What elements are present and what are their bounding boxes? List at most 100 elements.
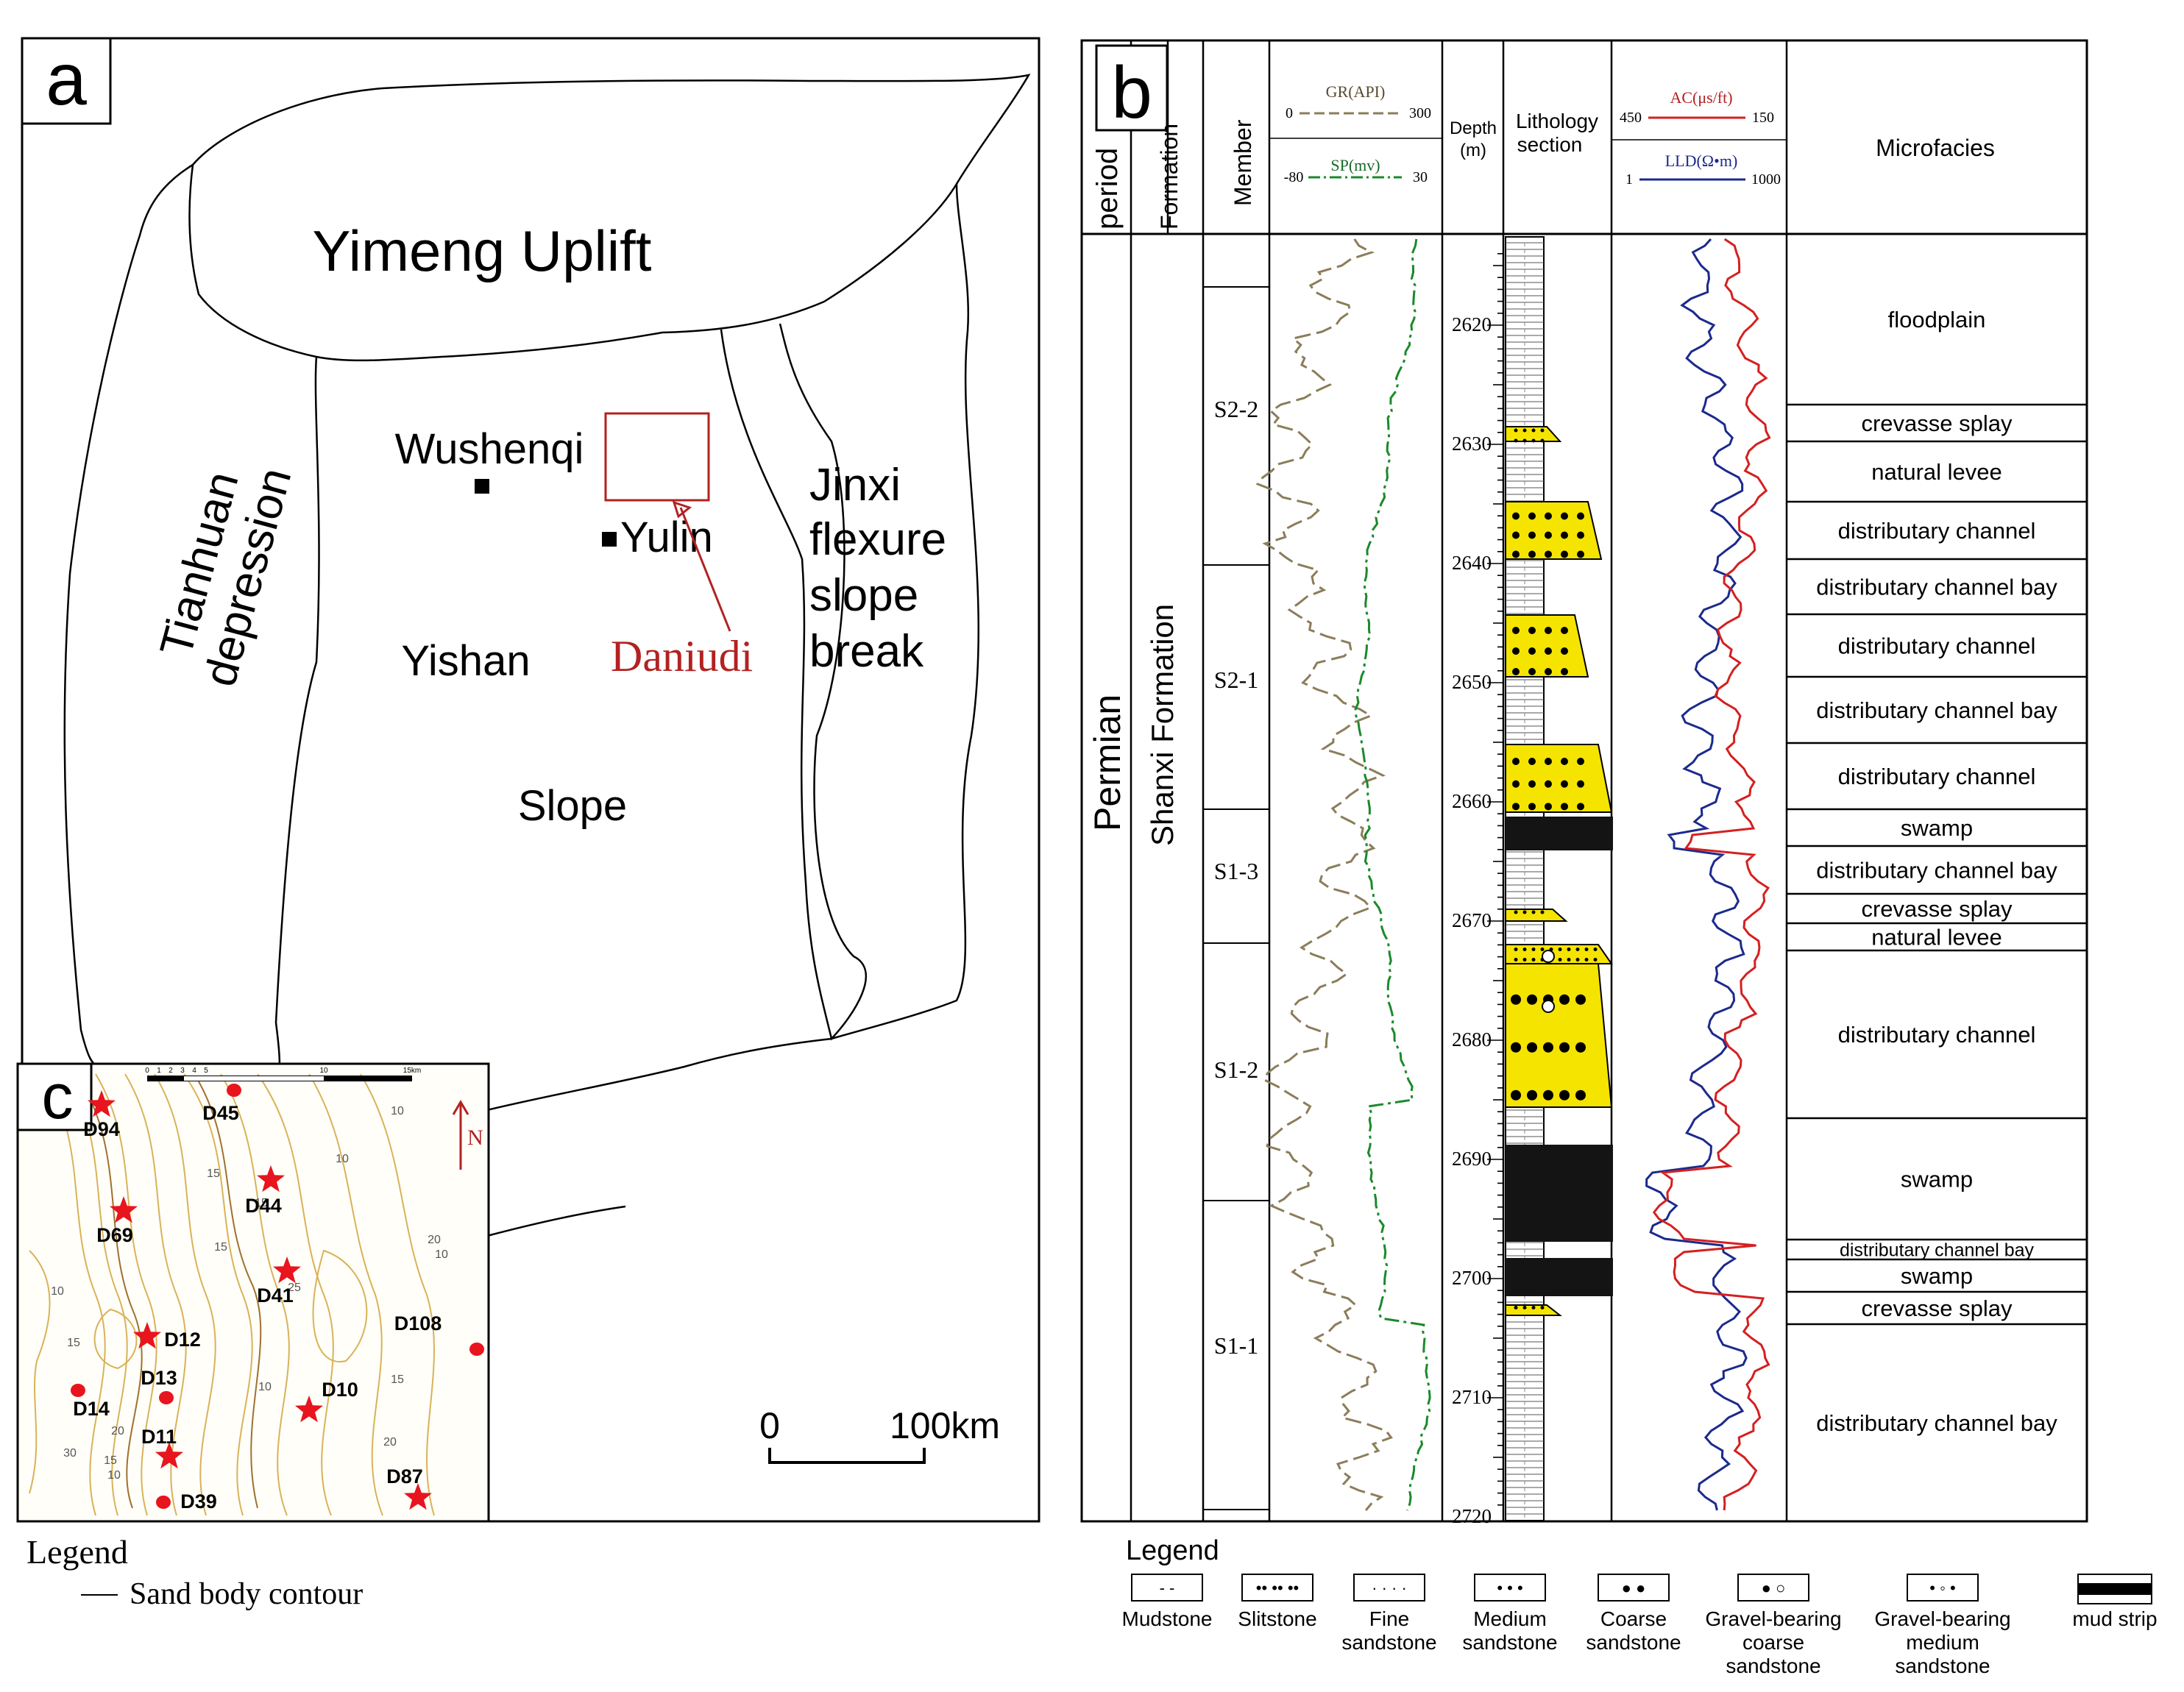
contour — [220, 1073, 290, 1516]
legend-b-title: Legend — [1126, 1535, 1219, 1566]
grain-dot — [1527, 1042, 1537, 1053]
panel-b-frame — [1080, 39, 2088, 1523]
grain-dot — [1512, 758, 1520, 765]
grain-dot — [1559, 994, 1570, 1005]
grain-dot — [1545, 512, 1552, 520]
grain-dot — [1514, 910, 1518, 914]
header-depth-unit: (m) — [1460, 141, 1486, 160]
jinxi-outline — [720, 183, 980, 1041]
grain-dot — [1575, 1042, 1586, 1053]
lld-max: 1000 — [1751, 171, 1781, 188]
contour-label: 15 — [391, 1373, 404, 1386]
grain-dot — [1561, 550, 1568, 558]
microfacies-label: swamp — [1901, 1263, 1973, 1289]
north-label: N — [467, 1126, 483, 1150]
contour-label: 10 — [107, 1469, 121, 1482]
well-dot-icon — [71, 1384, 85, 1397]
lithology-swatch-symbol: · · · · — [1372, 1579, 1407, 1597]
sp-curve — [1354, 238, 1431, 1511]
grain-dot — [1561, 758, 1568, 765]
grain-dot — [1531, 1306, 1536, 1309]
grain-dot — [1528, 531, 1536, 539]
panel-c-scale-bar-white — [184, 1076, 324, 1081]
depth-tick-label: 2670 — [1452, 909, 1492, 931]
grain-dot — [1575, 994, 1586, 1005]
member-label: S2-1 — [1214, 667, 1258, 693]
contour — [29, 1250, 51, 1494]
legend-b-label: sandstone — [1726, 1654, 1820, 1677]
header-gr-sp: GR(API) 0 300 SP(mv) -80 30 — [1269, 82, 1442, 185]
depth-tick-label: 2690 — [1452, 1148, 1492, 1170]
daniudi-arrowhead — [672, 500, 692, 519]
grain-dot — [1512, 550, 1520, 558]
legend-b-items: - -Mudstone•• •• ••Slitstone· · · ·Fines… — [1122, 1574, 2158, 1677]
contour-label: 25 — [288, 1282, 301, 1294]
tianhuan-outline — [63, 163, 320, 1069]
legend-b-label: medium — [1906, 1631, 1979, 1654]
scale-tick-label: 10 — [319, 1067, 328, 1075]
grain-dot — [1522, 910, 1527, 914]
scale-tick-label: 3 — [180, 1067, 185, 1075]
depth-tick-label: 2720 — [1452, 1505, 1492, 1527]
log-curves — [1255, 238, 1771, 1511]
contour-label: 10 — [391, 1105, 404, 1117]
sp-max: 30 — [1413, 169, 1428, 185]
region-yimeng-uplift: Yimeng Uplift — [313, 218, 652, 283]
legend-b: Legend - -Mudstone•• •• ••Slitstone· · ·… — [1122, 1535, 2158, 1677]
microfacies-label: distributary channel bay — [1840, 1240, 2035, 1260]
legend-b-label: mud strip — [2072, 1607, 2157, 1630]
legend-b-label: sandstone — [1462, 1631, 1557, 1654]
panel-a: a Yimeng Uplift Tianhuan depression Wush… — [16, 37, 1040, 1611]
microfacies-label: distributary channel bay — [1816, 857, 2057, 883]
microfacies-label: natural levee — [1871, 459, 2002, 485]
legend-b-label: Medium — [1473, 1607, 1547, 1630]
contour-label: 15 — [207, 1167, 220, 1180]
well-star-label: D11 — [141, 1426, 177, 1448]
lld-min: 1 — [1625, 171, 1633, 188]
legend-b-label: Slitstone — [1238, 1607, 1316, 1630]
north-arrow-head — [452, 1100, 469, 1115]
grain-dot — [1522, 948, 1527, 951]
panel-b: b period Formation Member GR(API) 0 300 … — [1080, 39, 2088, 1527]
panel-a-label: a — [46, 38, 87, 121]
header-formation: Formation — [1156, 124, 1183, 230]
contour — [43, 1073, 106, 1516]
grain-dot — [1531, 910, 1536, 914]
contour-label: 20 — [111, 1425, 124, 1437]
member-label: S1-1 — [1214, 1332, 1258, 1359]
grain-dot — [1514, 1306, 1518, 1309]
lithology-swatch-icon — [1241, 1574, 1313, 1602]
basin-outlines — [63, 74, 1031, 1237]
yimeng-uplift-outline — [188, 74, 1031, 362]
grain-dot — [1528, 512, 1536, 520]
scale-tick-label: 0 — [145, 1067, 149, 1075]
grain-dot — [1540, 1306, 1545, 1309]
lithology-swatch-symbol: ● ● — [1622, 1579, 1646, 1597]
grain-dot — [1522, 428, 1527, 433]
ac-min: 450 — [1620, 110, 1642, 126]
sandstone-body — [1505, 1304, 1562, 1316]
panel-c-frame — [16, 1062, 490, 1523]
lithology-swatch-icon — [1598, 1574, 1670, 1602]
well-star-label: D44 — [245, 1195, 282, 1217]
sandstone-body — [1505, 744, 1613, 813]
contour — [95, 1073, 157, 1516]
legend-b-label: sandstone — [1341, 1631, 1436, 1654]
lithology-swatch-symbol: • ◦ • — [1929, 1579, 1955, 1597]
grain-dot — [1593, 958, 1598, 961]
grain-dot — [1512, 780, 1520, 788]
grain-dot — [1512, 803, 1520, 811]
grain-dot — [1577, 780, 1584, 788]
microfacies-label: distributary channel — [1838, 518, 2036, 544]
grain-dot — [1561, 531, 1568, 539]
ac-max: 150 — [1752, 110, 1774, 126]
region-slope: Slope — [518, 782, 627, 830]
